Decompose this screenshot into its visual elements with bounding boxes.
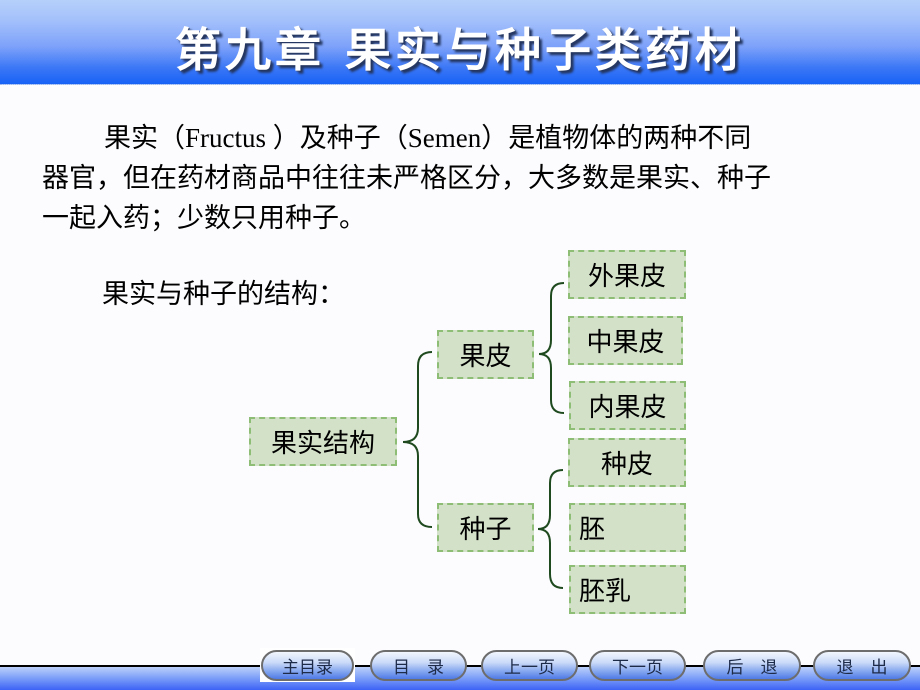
leaf-node-endocarp: 内果皮 xyxy=(569,381,686,430)
contents-button[interactable]: 目 录 xyxy=(370,650,467,681)
pericarp-bracket xyxy=(538,282,565,414)
intro-text: ）是植物体的两种不同 xyxy=(481,123,752,154)
leaf-node-embryo: 胚 xyxy=(569,503,686,552)
branch-node-pericarp: 果皮 xyxy=(437,330,534,379)
leaf-node-exocarp: 外果皮 xyxy=(568,250,686,299)
page-title: 第九章 果实与种子类药材 xyxy=(174,23,745,77)
leaf-node-endosperm: 胚乳 xyxy=(569,565,686,614)
seed-bracket xyxy=(537,469,564,589)
branch-node-seed: 种子 xyxy=(437,503,534,552)
intro-text: 果实（ xyxy=(104,123,185,154)
intro-paragraph: 果实（Fructus ）及种子（Semen）是植物体的两种不同 器官，但在药材商… xyxy=(42,118,882,239)
leaf-node-seed-coat: 种皮 xyxy=(568,438,686,487)
intro-line-3: 一起入药；少数只用种子。 xyxy=(42,203,366,234)
main-menu-button[interactable]: 主目录 xyxy=(261,650,354,681)
structure-label: 果实与种子的结构： xyxy=(102,279,345,310)
latin-fructus: Fructus xyxy=(185,123,273,153)
root-bracket xyxy=(402,351,433,528)
back-button[interactable]: 后 退 xyxy=(703,650,801,681)
root-node: 果实结构 xyxy=(249,417,397,466)
intro-text: ）及种子（ xyxy=(272,123,408,154)
title-banner: 第九章 果实与种子类药材 xyxy=(0,0,920,85)
intro-line-2: 器官，但在药材商品中往往未严格区分，大多数是果实、种子 xyxy=(42,163,771,194)
intro-line-1: 果实（Fructus ）及种子（Semen）是植物体的两种不同 xyxy=(42,118,882,159)
leaf-node-mesocarp: 中果皮 xyxy=(568,316,683,365)
latin-semen: Semen xyxy=(407,123,482,153)
next-page-button[interactable]: 下一页 xyxy=(589,650,686,681)
prev-page-button[interactable]: 上一页 xyxy=(481,650,578,681)
exit-button[interactable]: 退 出 xyxy=(813,650,911,681)
